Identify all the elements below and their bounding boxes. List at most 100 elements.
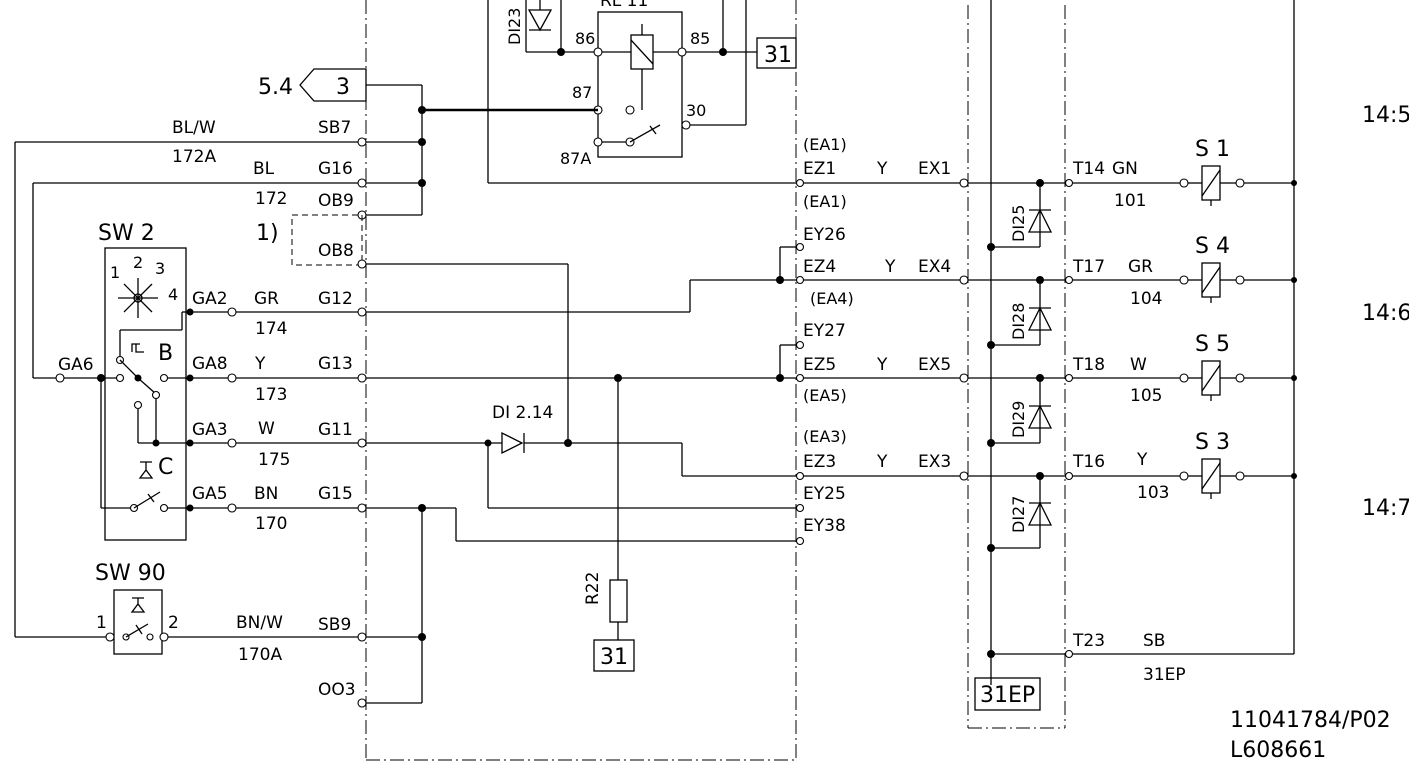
sw2-pos-2: 2 [133,253,143,272]
pin-sb9: SB9 [318,615,351,635]
s4-label: S 4 [1195,234,1230,259]
di27-label: DI27 [1009,496,1028,533]
pin-ob9: OB9 [318,191,354,211]
pin-ex3: EX3 [918,452,951,472]
pin-ex4: EX4 [918,257,951,277]
relay-pin-86: 86 [575,29,595,48]
ground-box-31-bottom [593,639,635,672]
page-ref-14-6: 14:6 [1362,301,1409,326]
relay-pin-87a: 87A [560,149,591,168]
ground-box-31ep [974,677,1041,711]
valve-t18: T18 [1072,355,1105,375]
valve-y: Y [1136,450,1148,470]
sw2-contact-c: C [158,455,173,480]
di25-label: DI25 [1009,205,1028,242]
di29-label: DI29 [1009,401,1028,438]
valve-w: W [1130,355,1147,375]
relay-box [597,11,683,158]
ecu-ey38: EY38 [803,516,846,536]
ecu-ea3: (EA3) [803,427,847,446]
switch-sw90 [113,589,163,655]
sw90-push-symbol [130,597,146,613]
wire-label-blw: BL/W [172,118,216,138]
wire-y-1: Y [876,159,888,179]
pin-ga5: GA5 [192,484,228,504]
page-ref-5-4: 5.4 [258,75,293,100]
ecu-ez4: EZ4 [803,257,836,277]
diode-di28 [987,276,1053,349]
wire-number-174: 174 [255,319,287,339]
pin-ga6: GA6 [58,355,94,375]
resistor-r22 [609,579,628,623]
pin-sb7: SB7 [318,118,351,138]
sw2-pos-1: 1 [110,263,120,282]
s1-label: S 1 [1195,137,1230,162]
di23-label: DI23 [505,8,524,45]
valve-104: 104 [1130,289,1162,309]
pin-ex1: EX1 [918,159,951,179]
wire-number-172: 172 [255,189,287,209]
valve-105: 105 [1130,386,1162,406]
sw90-pin-1: 1 [96,613,107,633]
ecu-ez3: EZ3 [803,452,836,472]
solenoid-s5 [1073,360,1297,401]
wire-number-173: 173 [255,385,287,405]
relay-label: RL 11 [600,0,648,11]
pin-oo3: OO3 [318,680,356,700]
sw90-label: SW 90 [95,561,166,586]
valve-sb: SB [1143,631,1165,651]
diode-di29 [987,374,1053,447]
page-ref-14-5: 14:5 [1362,103,1409,128]
pin-ob8: OB8 [318,241,354,261]
sw2-label: SW 2 [98,221,155,246]
s3-label: S 3 [1195,430,1230,455]
pin-g16: G16 [318,159,353,179]
wire-number-170a: 170A [238,645,282,665]
ecu-ez5: EZ5 [803,355,836,375]
connector-arrow-3 [299,68,367,102]
footnote-1: 1) [256,221,279,246]
wire-y-3: Y [876,452,888,472]
pin-g12: G12 [318,289,353,309]
sw90-pin-2: 2 [168,613,179,633]
wire-label-y: Y [254,354,266,374]
valve-gn: GN [1112,159,1138,179]
wire-label-w: W [258,419,275,439]
ecu-ey25: EY25 [803,484,846,504]
wire-label-bl: BL [253,159,275,179]
optional-link-box [291,214,363,266]
ecu-ea4: (EA4) [810,289,854,308]
solenoid-s3 [1073,458,1297,499]
diode-di214 [501,431,525,455]
drawing-revision: L608661 [1230,738,1326,763]
ecu-ey27: EY27 [803,321,846,341]
drawing-number: 11041784/P02 [1230,708,1391,733]
ground-31ep: 31EP [980,683,1035,708]
r22-label: R22 [583,572,603,605]
wire-y-5: Y [876,355,888,375]
solenoid-s1 [1073,165,1297,206]
sw2-position-symbol [118,278,158,318]
valve-t14: T14 [1072,159,1105,179]
sw2-pos-3: 3 [155,259,165,278]
pin-ex5: EX5 [918,355,951,375]
valve-t16: T16 [1072,452,1105,472]
ecu-ea1-top: (EA1) [803,135,847,154]
solenoid-s4 [1073,262,1297,303]
s5-label: S 5 [1195,332,1230,357]
diode-di25 [987,179,1053,251]
sw2-contact-b: B [158,341,173,366]
ground-31-top: 31 [764,43,792,68]
pin-ga3: GA3 [192,420,228,440]
di214-label: DI 2.14 [492,403,553,423]
wire-number-175: 175 [258,450,290,470]
valve-103: 103 [1137,483,1169,503]
wire-label-bn: BN [254,484,278,504]
di28-label: DI28 [1009,303,1028,340]
ground-box-31-top [756,37,797,69]
valve-31ep: 31EP [1143,665,1186,685]
wire-y-4: Y [884,257,896,277]
ecu-ez1: EZ1 [803,159,836,179]
sw2-pos-4: 4 [168,285,178,304]
